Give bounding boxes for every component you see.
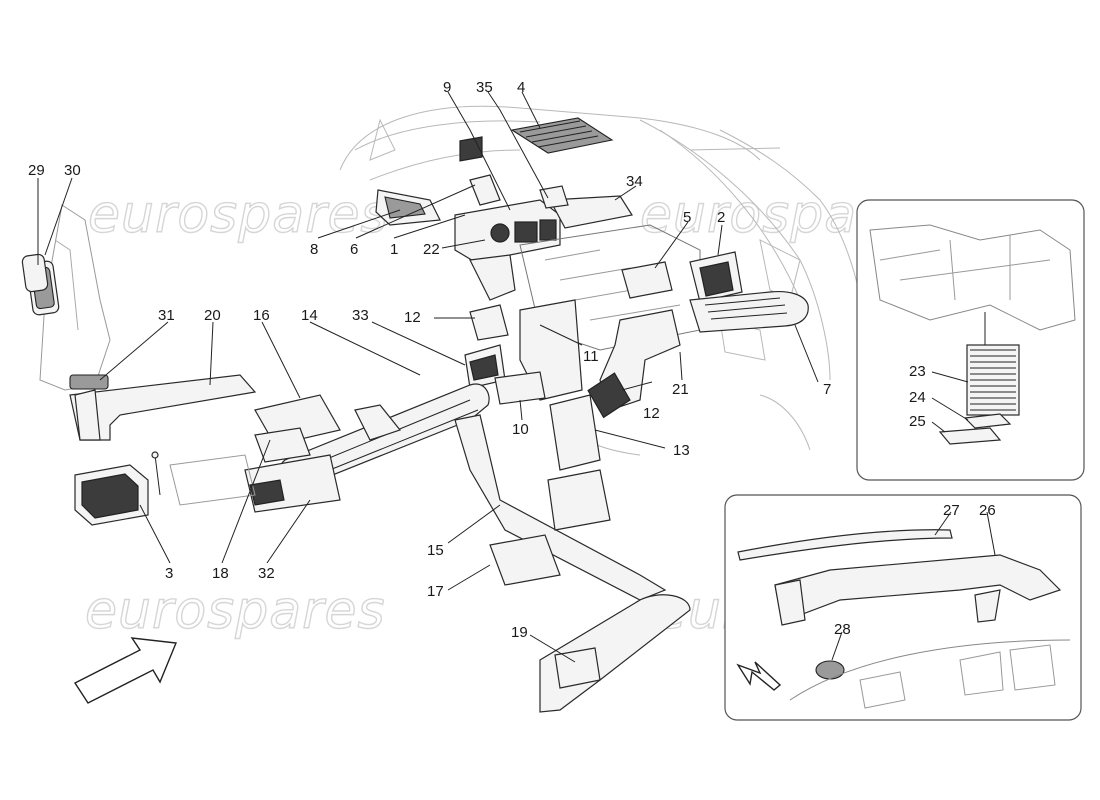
callout-30: 30 (64, 162, 81, 179)
center-vent-assembly (454, 136, 561, 301)
callout-13: 13 (673, 442, 690, 459)
part-28-cap (815, 660, 845, 680)
left-floor-ghost (169, 454, 256, 506)
callout-20: 20 (204, 307, 221, 324)
callout-35: 35 (476, 79, 493, 96)
callout-5: 5 (683, 209, 691, 226)
callout-23: 23 (909, 363, 926, 380)
orientation-arrow-main (73, 637, 177, 704)
part-2-right-vent (689, 251, 743, 303)
watermark-top-left: eurospares (88, 185, 389, 245)
callout-12-lower: 12 (643, 405, 660, 422)
part-3-left-vent (74, 451, 161, 526)
part-20-left-duct (69, 374, 257, 441)
part-26-dash-duct (774, 554, 1062, 626)
dashboard-outline (339, 105, 869, 456)
part-17-tunnel-outlet (489, 534, 561, 586)
part-5-connector (621, 261, 673, 299)
part-12-upper-duct (469, 304, 509, 341)
orientation-arrow-inset (736, 661, 782, 691)
callout-1: 1 (390, 241, 398, 258)
callout-27: 27 (943, 502, 960, 519)
callout-11: 11 (583, 348, 599, 365)
callout-25: 25 (909, 413, 926, 430)
inset-dashboard-duct (724, 494, 1082, 721)
part-31-left-grille (69, 374, 109, 390)
callout-19: 19 (511, 624, 528, 641)
part-23-cabin-filter (966, 344, 1020, 416)
callout-33: 33 (352, 307, 369, 324)
callout-31: 31 (158, 307, 175, 324)
callout-22: 22 (423, 241, 440, 258)
part-8-side-duct (375, 189, 441, 226)
callout-2: 2 (717, 209, 725, 226)
part-24-filter-seal (963, 413, 1012, 429)
part-27-dash-seal (737, 529, 953, 561)
part-19-rear-duct (539, 594, 691, 713)
callout-32: 32 (258, 565, 275, 582)
part-32-lower-duct (244, 454, 341, 513)
leader-lines (37, 91, 996, 663)
part-30-vent-seal (21, 253, 49, 293)
callout-17: 17 (427, 583, 444, 600)
part-33-center-duct (464, 344, 506, 389)
part-25-filter-clip (938, 427, 1002, 445)
callout-7: 7 (823, 381, 831, 398)
callout-6: 6 (350, 241, 358, 258)
part-4-top-grille (510, 117, 614, 154)
callout-18: 18 (212, 565, 229, 582)
callout-16: 16 (253, 307, 270, 324)
callout-21: 21 (672, 381, 689, 398)
callout-labels: 29 30 9 35 4 34 5 2 8 6 1 22 31 20 16 14… (28, 79, 996, 641)
callout-26: 26 (979, 502, 996, 519)
callout-28: 28 (834, 621, 851, 638)
callout-15: 15 (427, 542, 444, 559)
callout-10: 10 (512, 421, 529, 438)
part-13-tunnel-duct (549, 394, 601, 471)
part-11-center-bracket (494, 299, 583, 405)
callout-12-upper: 12 (404, 309, 421, 326)
callout-3: 3 (165, 565, 173, 582)
callout-29: 29 (28, 162, 45, 179)
callout-24: 24 (909, 389, 926, 406)
callout-9: 9 (443, 79, 451, 96)
callout-4: 4 (517, 79, 525, 96)
rear-duct-upper (547, 469, 611, 531)
callout-8: 8 (310, 241, 318, 258)
part-18-duct-adapter (254, 427, 311, 463)
part-21-right-floor-duct (587, 309, 681, 419)
inset-cabin-filter (856, 199, 1085, 481)
callout-14: 14 (301, 307, 318, 324)
callout-34: 34 (626, 173, 643, 190)
part-34-upper-duct (539, 185, 633, 229)
watermark-bottom-left: eurospares (85, 581, 386, 641)
part-7-right-hose (689, 290, 809, 333)
